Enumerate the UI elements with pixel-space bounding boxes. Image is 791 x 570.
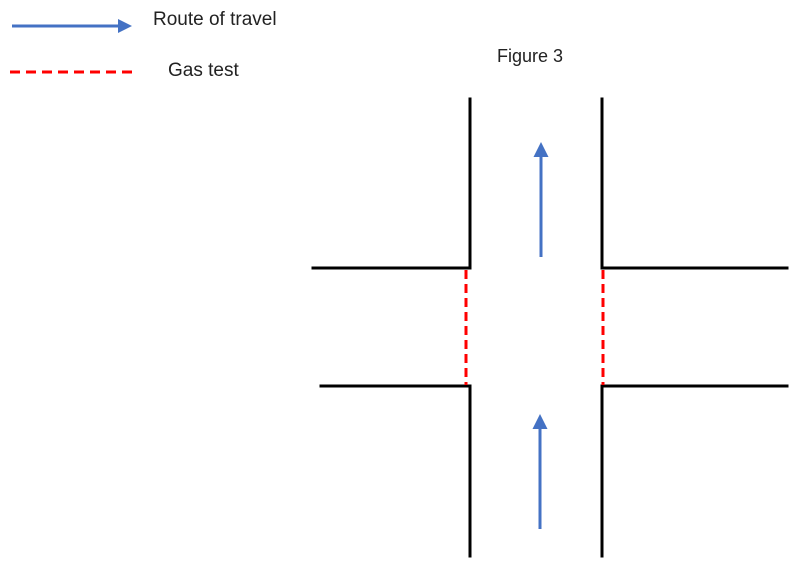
legend-route-icon [12,19,132,33]
wall-top-left [311,97,472,270]
wall-bottom-left [319,384,472,558]
legend-route-label: Route of travel [153,9,277,30]
legend-gas-test-label: Gas test [168,60,239,81]
wall-bottom-right [600,384,789,558]
wall-top-right [600,97,789,270]
figure-title: Figure 3 [497,46,564,66]
corridor-walls [311,97,789,558]
